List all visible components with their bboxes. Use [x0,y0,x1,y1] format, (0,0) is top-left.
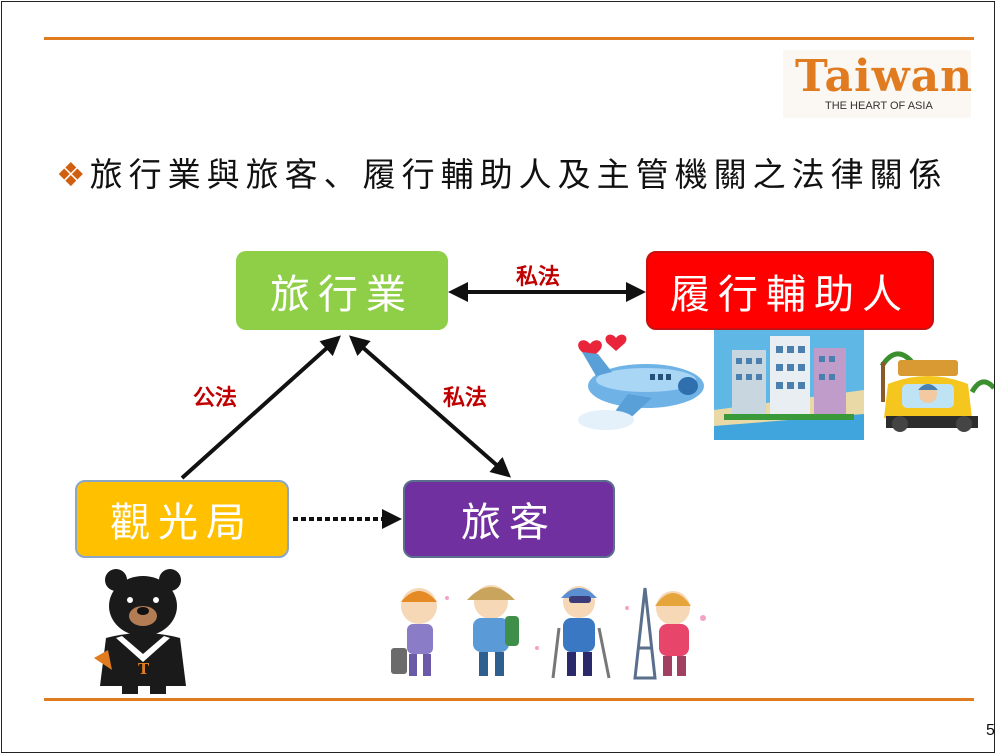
bear-letter: T [138,660,150,678]
hotel-icon [714,330,864,440]
taxi-icon [879,351,994,432]
airplane-icon [578,334,704,430]
edge-label-agency-traveler: 私法 [443,385,488,411]
diamond-bullet-icon: ❖ [56,155,86,194]
bottom-rule [44,698,974,701]
node-auxiliary: 履行輔助人 [646,251,934,330]
logo-tagline: THE HEART OF ASIA [825,100,933,112]
node-tourism-bureau: 觀光局 [75,480,289,558]
edge-label-bureau-agency: 公法 [193,385,238,411]
taiwan-logo: Taiwan THE HEART OF ASIA [783,50,974,118]
arrow-agency-traveler [348,335,512,478]
node-traveler: 旅客 [403,480,615,558]
logo-wordmark: Taiwan [795,51,974,102]
node-travel-agency: 旅行業 [236,251,448,330]
page-number: 5 [986,722,995,739]
slide-title-text: 旅行業與旅客、履行輔助人及主管機關之法律關係 [89,155,948,194]
slide-title: ❖旅行業與旅客、履行輔助人及主管機關之法律關係 [56,148,948,196]
edge-label-agency-auxiliary: 私法 [516,264,561,290]
travelers-icon [391,585,706,680]
top-rule [44,37,974,40]
arrow-bureau-agency [180,335,341,480]
bear-mascot-icon [94,569,186,694]
